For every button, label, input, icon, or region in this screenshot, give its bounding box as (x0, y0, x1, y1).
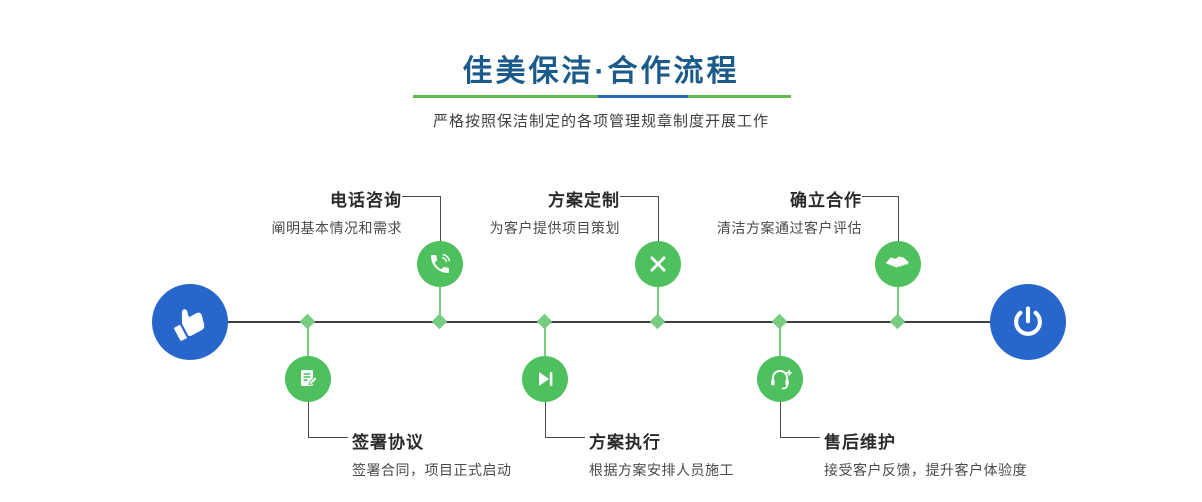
service-node (757, 356, 803, 402)
phone-node (417, 241, 463, 287)
page-subtitle: 严格按照保洁制定的各项管理规章制度开展工作 (432, 113, 769, 130)
execute-node (522, 356, 568, 402)
step-label-after-sales: 售后维护 接受客户反馈，提升客户体验度 (824, 428, 1027, 480)
node-stem (897, 287, 899, 317)
power-icon (1014, 306, 1042, 336)
start-node (152, 284, 228, 360)
divider-green-left (413, 95, 598, 98)
node-stem (657, 287, 659, 317)
divider-green-right (688, 95, 791, 98)
step-title: 售后维护 (824, 433, 896, 452)
connector-line (780, 437, 820, 438)
step-desc: 清洁方案通过客户评估 (717, 220, 862, 236)
step-desc: 接受客户反馈，提升客户体验度 (824, 462, 1027, 478)
contract-icon (301, 370, 318, 386)
step-title: 方案定制 (548, 191, 620, 210)
step-title: 签署协议 (352, 433, 424, 452)
step-title: 方案执行 (589, 433, 661, 452)
phone-icon (431, 253, 451, 273)
connector-line (780, 402, 781, 438)
page-title: 佳美保洁·合作流程 (462, 55, 740, 88)
step-label-phone-consult: 电话咨询 阐明基本情况和需求 (272, 186, 403, 238)
step-title: 确立合作 (790, 191, 862, 210)
design-icon (650, 256, 666, 272)
step-label-plan-design: 方案定制 为客户提供项目策划 (490, 186, 621, 238)
execute-icon (539, 372, 553, 386)
step-label-establish-cooperation: 确立合作 清洁方案通过客户评估 (717, 186, 862, 238)
connector-line (898, 196, 899, 241)
step-label-plan-execution: 方案执行 根据方案安排人员施工 (589, 428, 734, 480)
connector-line (402, 196, 440, 197)
timeline-diamond (771, 313, 788, 330)
node-stem (307, 328, 309, 356)
title-divider (413, 95, 791, 98)
connector-line (545, 402, 546, 438)
node-stem (779, 328, 781, 356)
connector-line (308, 437, 348, 438)
step-title: 电话咨询 (330, 191, 402, 210)
connector-line (862, 196, 898, 197)
end-node (990, 284, 1066, 360)
connector-line (440, 196, 441, 241)
step-desc: 阐明基本情况和需求 (271, 220, 402, 236)
step-label-sign-agreement: 签署协议 签署合同，项目正式启动 (352, 428, 512, 480)
handshake-node (875, 241, 921, 287)
connector-line (308, 402, 309, 438)
contract-node (285, 356, 331, 402)
connector-line (620, 196, 658, 197)
connector-line (658, 196, 659, 241)
step-desc: 为客户提供项目策划 (489, 220, 620, 236)
divider-blue-middle (598, 95, 688, 98)
timeline-line (190, 321, 1028, 323)
design-node (635, 241, 681, 287)
step-desc: 签署合同，项目正式启动 (352, 462, 512, 478)
step-desc: 根据方案安排人员施工 (589, 462, 734, 478)
connector-line (545, 437, 585, 438)
handshake-icon (885, 256, 909, 268)
timeline-diamond (536, 313, 553, 330)
hand-pointer-icon (174, 309, 205, 341)
service-icon (771, 369, 793, 390)
node-stem (439, 287, 441, 317)
timeline-diamond (299, 313, 316, 330)
node-stem (544, 328, 546, 356)
